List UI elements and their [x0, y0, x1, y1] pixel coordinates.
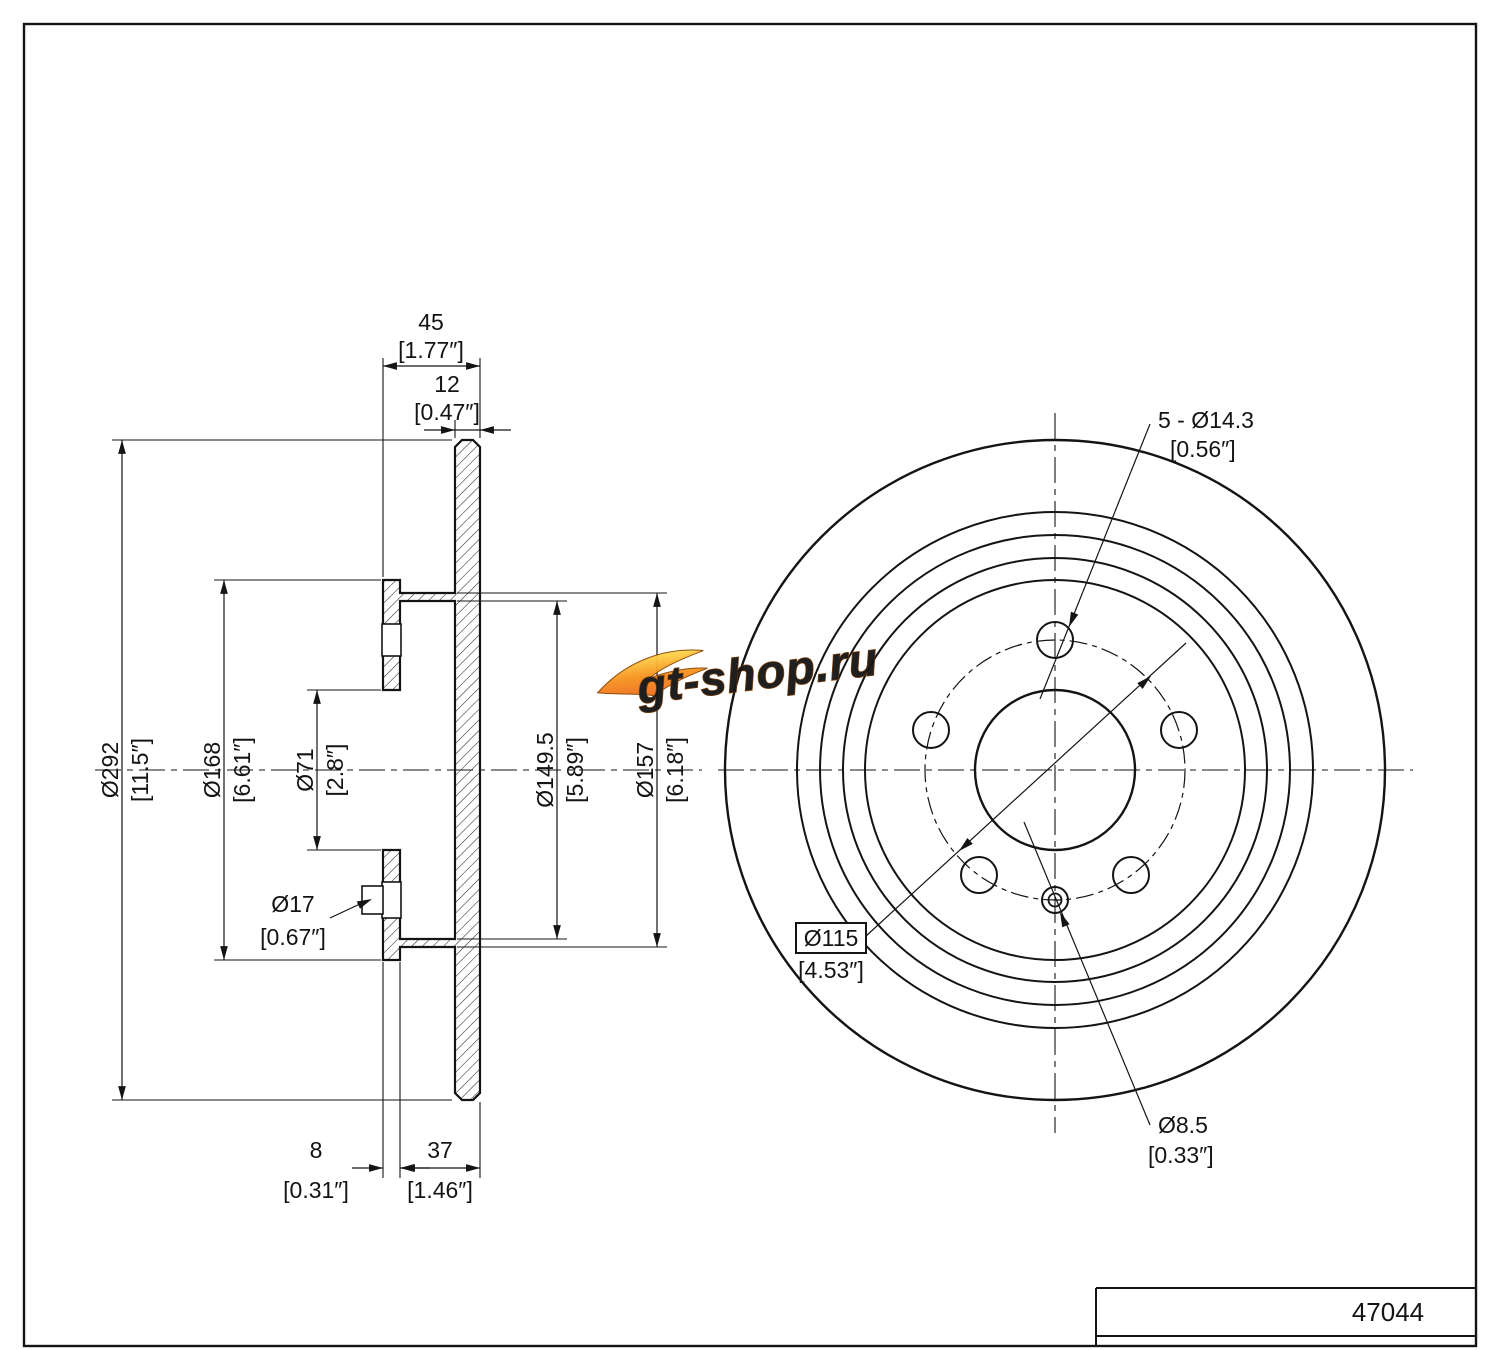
frame-border — [22, 22, 1478, 1348]
section-bolt-hole — [381, 623, 402, 657]
dim-d149-5-mm: Ø149.5 — [532, 732, 558, 807]
dim-d149-5-inch: [5.89″] — [562, 737, 588, 803]
bolt-circle-arrow-lower — [959, 838, 973, 851]
dim-d168-mm: Ø168 — [199, 742, 225, 798]
title-block: 47044 — [1095, 1287, 1476, 1346]
dim-8-inch: [0.31″] — [283, 1177, 349, 1203]
extension-lines — [112, 358, 667, 1178]
ring-circle-3 — [842, 557, 1268, 983]
center-bore-circle — [973, 688, 1137, 852]
bolt-circle-dim-box — [795, 922, 867, 954]
bolt-hole-leader-arrow — [1069, 611, 1079, 627]
dimension-lines — [118, 362, 661, 1172]
watermark-flame-icon — [596, 649, 708, 697]
ring-circle-1 — [796, 511, 1314, 1029]
ring-circle-2 — [819, 534, 1291, 1006]
dim-37-inch: [1.46″] — [407, 1177, 473, 1203]
dim-bolt-circle-mm: Ø115 — [804, 925, 859, 951]
section-screw-hole — [381, 881, 402, 919]
watermark-text: gt-shop.ru — [633, 632, 881, 714]
hat-flange-circle — [864, 579, 1246, 961]
bolt-hole — [1036, 621, 1074, 659]
bolt-hole — [1112, 856, 1150, 894]
dim-37-mm: 37 — [427, 1137, 453, 1163]
dim-d17-mm: Ø17 — [271, 891, 314, 917]
watermark: gt-shop.ru — [596, 631, 882, 714]
front-leader-lines — [865, 423, 1187, 1126]
d17-leader-arrow — [356, 899, 372, 909]
bolt-circle — [924, 639, 1186, 901]
dim-45-inch: [1.77″] — [398, 337, 464, 363]
dim-8-mm: 8 — [310, 1137, 323, 1163]
dim-d292-inch: [11.5″] — [127, 738, 153, 802]
dim-d17-inch: [0.67″] — [260, 924, 326, 950]
dim-screw-hole-inch: [0.33″] — [1148, 1142, 1214, 1168]
dim-d292-mm: Ø292 — [97, 742, 123, 798]
dim-d157-mm: Ø157 — [632, 742, 658, 798]
disc-section-profile — [381, 438, 482, 1102]
section-screw-hole-boss — [361, 885, 384, 915]
dim-bolt-holes-mm: 5 - Ø14.3 — [1158, 407, 1254, 433]
dim-screw-hole-mm: Ø8.5 — [1158, 1112, 1208, 1138]
disc-circles — [723, 438, 1387, 1102]
dim-bolt-circle-inch: [4.53″] — [798, 957, 864, 983]
screw-hole-leader-arrow — [1060, 912, 1070, 928]
outer-diameter-circle — [723, 438, 1387, 1102]
dim-d71-mm: Ø71 — [292, 748, 318, 791]
dim-45-mm: 45 — [418, 309, 444, 335]
part-number: 47044 — [1352, 1297, 1424, 1327]
bolt-hole — [960, 856, 998, 894]
set-screw-hole-inner — [1047, 892, 1063, 908]
bolt-circle-arrow-upper — [1137, 676, 1151, 689]
dim-12-inch: [0.47″] — [414, 399, 480, 425]
dim-d157-inch: [6.18″] — [662, 737, 688, 803]
set-screw-hole-outer — [1041, 886, 1069, 914]
bolt-hole — [912, 711, 950, 749]
front-view: 5 - Ø14.3 [0.56″] Ø115 [4.53″] Ø8.5 [0.3… — [718, 407, 1413, 1168]
dim-d168-inch: [6.61″] — [229, 737, 255, 803]
dim-bolt-holes-inch: [0.56″] — [1170, 436, 1236, 462]
section-view: 45 [1.77″] 12 [0.47″] Ø292 [11.5″] Ø168 … — [95, 309, 702, 1203]
dim-d71-inch: [2.8″] — [322, 744, 348, 797]
bolt-hole — [1160, 711, 1198, 749]
dim-12-mm: 12 — [434, 371, 460, 397]
bolt-holes — [912, 621, 1198, 914]
frame — [22, 22, 1478, 1348]
